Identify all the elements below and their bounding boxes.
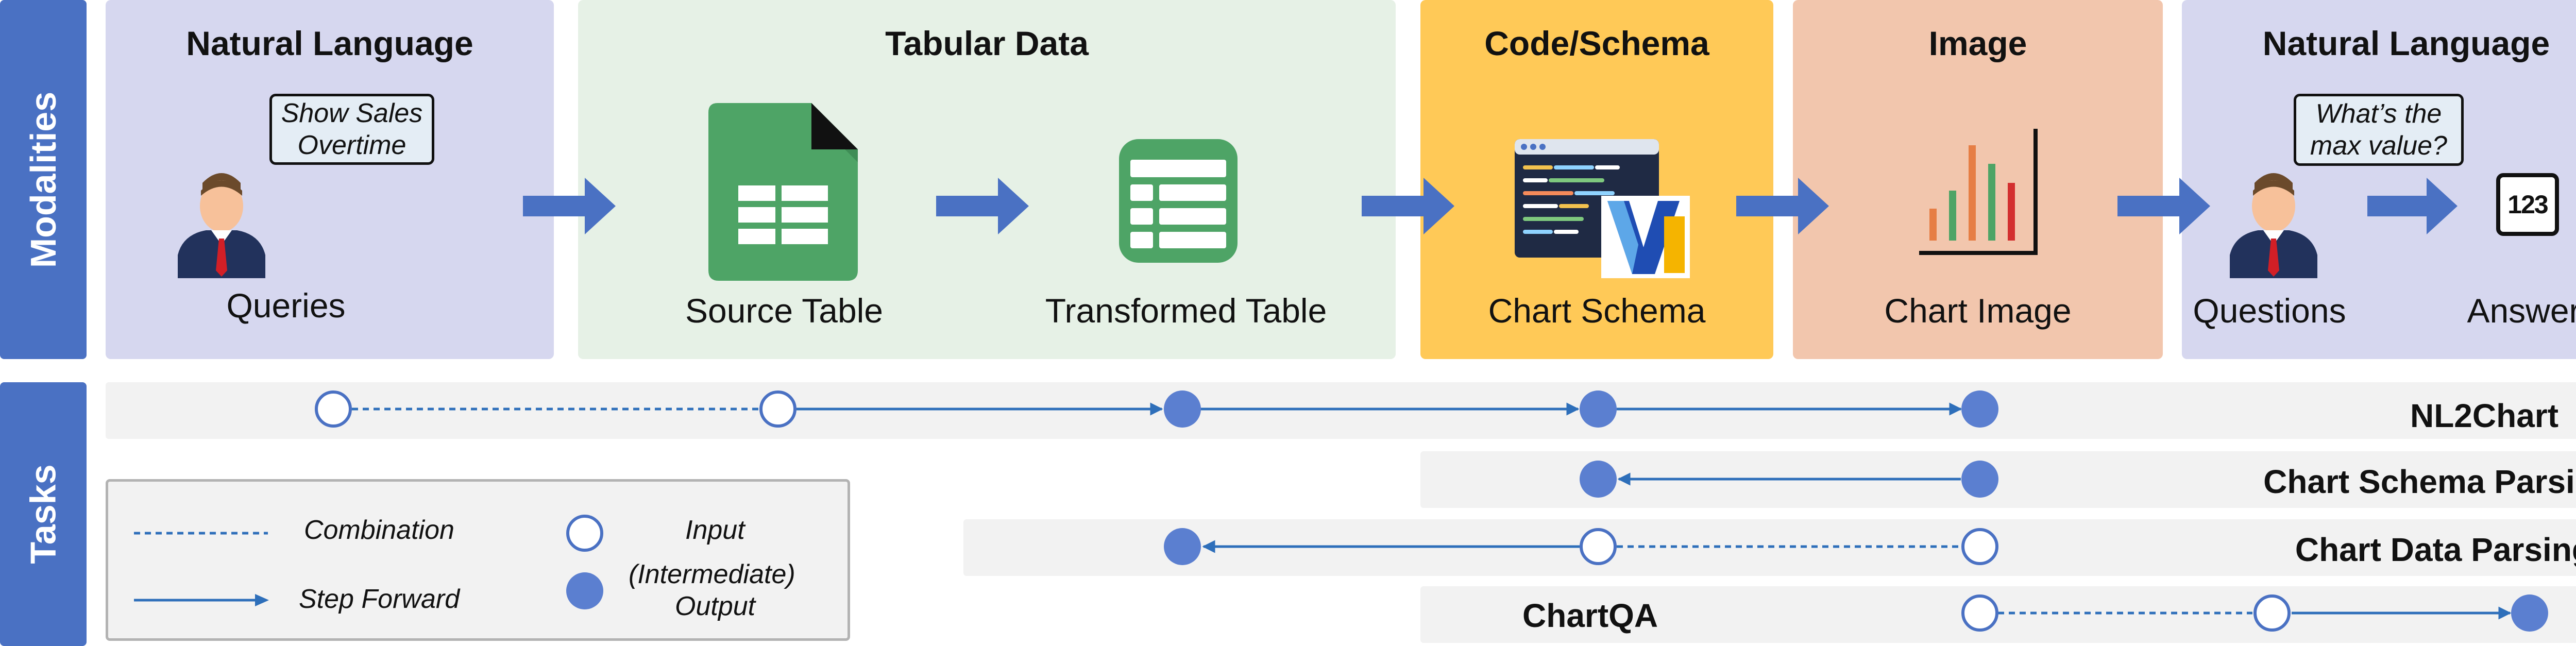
panel-title: Natural Language — [2262, 24, 2550, 62]
panel-title: Code/Schema — [1484, 24, 1709, 62]
flow-chartqa — [1961, 594, 2548, 632]
output-node — [1580, 461, 1617, 498]
caption-transformed-table: Transformed Table — [1045, 292, 1327, 330]
caption-chart-schema: Chart Schema — [1488, 292, 1706, 330]
caption-source-table: Source Table — [685, 292, 884, 330]
panel-code-schema: Code/Schema Chart Schema — [1420, 0, 1773, 359]
input-node — [2253, 594, 2291, 632]
output-node — [1961, 390, 1998, 428]
legend-output-label-line1: (Intermediate) — [629, 559, 795, 589]
task-label-chartqa: ChartQA — [1522, 597, 1658, 634]
task-label-nl2chart: NL2Chart — [2410, 397, 2558, 434]
panel-natural-language-output: Natural Language What’s the max value? 1… — [2182, 0, 2576, 359]
arrow-questions-to-answers — [2367, 178, 2458, 234]
output-node — [2511, 594, 2548, 632]
output-node — [1164, 528, 1201, 565]
question-bubble: What’s the max value? — [2294, 94, 2464, 166]
output-node — [1580, 390, 1617, 428]
caption-questions: Questions — [2193, 292, 2346, 330]
legend-output-node — [566, 572, 603, 609]
flow-chart-data-parsing — [1164, 528, 1998, 565]
transformed-table-icon — [1119, 139, 1238, 263]
task-label-chart-data-parsing: Chart Data Parsing — [2295, 531, 2576, 568]
caption-answers: Answers — [2467, 292, 2576, 330]
input-node — [759, 390, 796, 428]
legend-input-label: Input — [685, 515, 745, 545]
task-strip-nl2chart — [106, 382, 2576, 439]
numbers-icon: 123 — [2496, 173, 2559, 236]
legend-input-node — [566, 515, 603, 552]
legend-combination-label: Combination — [304, 515, 454, 545]
legend-step-forward-line — [134, 594, 269, 606]
legend: Combination Step Forward Input (Intermed… — [106, 479, 850, 641]
arrow-tabular-to-code — [1362, 178, 1454, 234]
user-icon — [2230, 173, 2317, 278]
legend-step-forward-label: Step Forward — [299, 584, 460, 614]
panel-title: Image — [1928, 24, 2027, 62]
legend-output-label-line2: Output — [675, 591, 756, 621]
tasks-label: Tasks — [0, 382, 87, 646]
panel-image: Image Chart Image — [1793, 0, 2163, 359]
input-node — [1580, 528, 1617, 565]
modalities-label: Modalities — [0, 0, 87, 359]
task-label-chart-schema-parsing: Chart Schema Parsing — [2263, 463, 2576, 500]
panel-tabular-data: Tabular Data Source Table Transforme — [578, 0, 1396, 359]
bar-chart-icon — [1919, 129, 2038, 255]
caption-queries: Queries — [226, 286, 346, 325]
flow-chart-schema-parsing — [1580, 461, 1998, 498]
input-node — [1961, 528, 1998, 565]
legend-combination-line — [134, 532, 268, 535]
source-table-icon — [708, 103, 858, 281]
panel-title: Natural Language — [186, 24, 473, 62]
arrow-source-to-transformed — [936, 178, 1029, 234]
arrow-nl-to-tabular — [523, 178, 616, 234]
arrow-code-to-image — [1736, 178, 1829, 234]
user-icon — [178, 173, 265, 278]
output-node — [1164, 390, 1201, 428]
input-node — [1961, 594, 1998, 632]
caption-chart-image: Chart Image — [1884, 292, 2072, 330]
input-node-filled — [1961, 461, 1998, 498]
panel-title: Tabular Data — [885, 24, 1089, 62]
arrow-image-to-nl — [2117, 178, 2210, 234]
query-bubble: Show Sales Overtime — [269, 94, 434, 165]
panel-natural-language-input: Natural Language Show Sales Overtime Que… — [106, 0, 554, 359]
flow-nl2chart — [315, 390, 1998, 428]
input-node — [315, 390, 352, 428]
chart-schema-icon — [1515, 139, 1690, 278]
numbers-icon-text: 123 — [2507, 190, 2548, 219]
